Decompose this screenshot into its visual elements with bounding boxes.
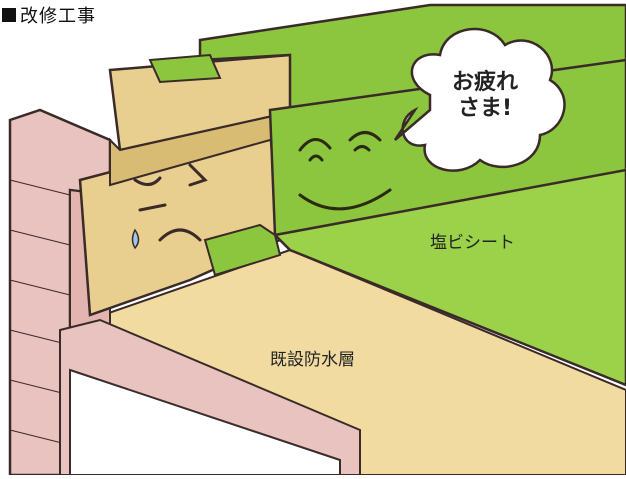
tired-face: [133, 163, 208, 242]
green-sheet-floor: [272, 168, 626, 387]
page-title: 改修工事: [0, 0, 96, 30]
speech-bubble-text: お疲れ さま!: [425, 70, 545, 122]
green-flashing: [203, 223, 282, 277]
existing-layer-label: 既設防水層: [270, 350, 355, 370]
green-sheet-lip: [148, 53, 222, 84]
tear-drop: [131, 228, 140, 250]
square-bullet-icon: [2, 8, 16, 22]
pvc-sheet-label: 塩ビシート: [430, 233, 515, 253]
speech-bubble: [393, 27, 566, 172]
speech-line-2: さま!: [457, 96, 513, 121]
happy-face: [298, 131, 392, 211]
title-text: 改修工事: [20, 6, 96, 27]
speech-line-1: お疲れ: [451, 70, 518, 95]
